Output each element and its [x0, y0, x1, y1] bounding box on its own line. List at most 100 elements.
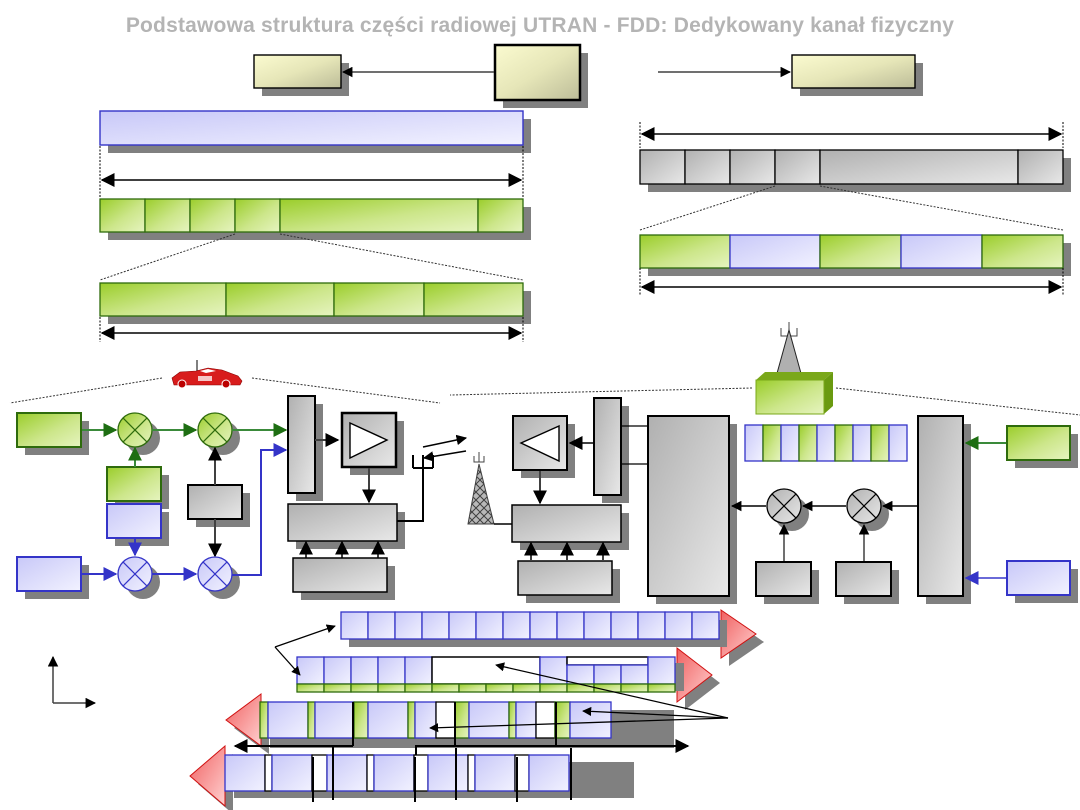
rf-frontend: [287, 503, 398, 542]
timing-row3-segment: [554, 701, 571, 739]
timing-row2-green-segment: [512, 683, 541, 693]
timing-row1-segment: [556, 611, 585, 640]
rx-control-unit: [517, 560, 613, 596]
rx-splitter: [593, 397, 622, 496]
timing-row3-segment: [454, 701, 470, 739]
rx-rf-frontend: [511, 504, 622, 543]
target-block-right: [791, 54, 916, 89]
slot-detail-row-segment: [423, 282, 524, 317]
spreading-mixer-green-1-cross: [122, 417, 148, 443]
multiplexed-slots-segment: [852, 424, 872, 462]
descrambling-code-generator: [755, 561, 812, 597]
timing-row2-green-segment: [296, 683, 325, 693]
slot-row-segment: [99, 198, 146, 233]
timing-row2-green-segment: [647, 683, 676, 693]
timing-row1-segment: [421, 611, 450, 640]
timing-row1-segment: [502, 611, 531, 640]
multiplexed-slots-segment: [834, 424, 854, 462]
timing-row3-segment: [535, 701, 556, 739]
timing-row1-segment: [367, 611, 396, 640]
timing-row2-green-segment: [323, 683, 352, 693]
car-icon: [171, 360, 243, 389]
dl-slot-detail-row-segment: [639, 234, 731, 269]
timing-row2-green-segment: [485, 683, 514, 693]
timing-row1-segment: [529, 611, 558, 640]
timing-row4-segment: [467, 754, 476, 792]
timing-row4-segment: [264, 754, 273, 792]
timing-row2-green-segment: [377, 683, 406, 693]
timing-row2-sub-segment: [566, 664, 595, 685]
demultiplexer: [917, 415, 964, 597]
timing-row2-gap-top: [566, 656, 649, 666]
uplink-radio-arrow: [422, 434, 468, 448]
timing-row1-segment: [475, 611, 504, 640]
pointer-to-gap-row3b: [429, 717, 729, 733]
dpdch-data-sink: [1006, 425, 1071, 461]
dl-slot-detail-row-segment: [819, 234, 902, 269]
slot-row-segment: [477, 198, 524, 233]
multiplexed-slots-segment: [780, 424, 800, 462]
spreading-mixer-blue-1-cross: [122, 561, 148, 587]
timing-row2-green-segment: [566, 683, 595, 693]
ue-zoom-line-left: [9, 377, 163, 404]
timing-row3-segment: [569, 701, 612, 739]
timing-row4-segment: [474, 754, 516, 792]
timing-row2-green-segment: [431, 683, 460, 693]
timing-row4-segment: [427, 754, 469, 792]
central-block: [493, 43, 582, 102]
dl-slot-detail-row-segment: [981, 234, 1064, 269]
timing-row1-segment: [610, 611, 639, 640]
multiplexed-slots-segment: [888, 424, 908, 462]
timing-row2-sub-segment: [593, 664, 622, 685]
node-b-box-icon: [755, 379, 825, 415]
uplink-direction-arrow-3: [225, 693, 262, 747]
timing-row3-segment: [353, 701, 369, 739]
rake-receiver: [647, 415, 730, 597]
slot-detail-row-segment: [225, 282, 335, 317]
timing-row1-segment: [691, 611, 720, 640]
pointer-to-row1: [274, 624, 336, 648]
ue-zoom-line-right: [251, 377, 441, 404]
timing-row4-segment: [311, 754, 328, 792]
car-wheel-icon: [177, 379, 187, 389]
timing-row3-segment: [407, 701, 416, 739]
ovsf-code-green: [106, 466, 162, 502]
timing-row3-segment: [307, 701, 316, 739]
dl-zoom-line-right: [819, 185, 1064, 231]
dl-slot-row-segment: [639, 149, 686, 185]
node-b-zoom-line-right: [835, 387, 1080, 416]
dl-slot-row-segment: [729, 149, 776, 185]
dpdch-data-source: [16, 412, 82, 448]
zoom-line-right: [279, 233, 524, 281]
timing-row2-green-segment: [539, 683, 568, 693]
source-block-left: [253, 54, 342, 89]
timing-row3-segment: [267, 701, 309, 739]
base-station-tower-icon: [467, 463, 495, 525]
timing-row3-segment: [435, 701, 456, 739]
timing-row2-green-segment: [350, 683, 379, 693]
dpcch-control-sink: [1006, 560, 1071, 596]
scrambling-mixer-green-2-cross: [202, 417, 228, 443]
dl-slot-row-segment: [819, 149, 1019, 185]
timing-offset-right: [415, 739, 690, 757]
amplifier-triangle-icon: [349, 421, 389, 460]
timing-row3-segment: [414, 701, 437, 739]
pointer-to-gap-row2: [495, 662, 729, 719]
zoom-line-left: [99, 233, 236, 281]
slot-row-segment: [279, 198, 479, 233]
timing-row1-segment: [394, 611, 423, 640]
timing-row1-segment: [340, 611, 369, 640]
scrambling-code-generator: [187, 484, 243, 520]
timing-row1-segment: [448, 611, 477, 640]
dl-slot-row-segment: [774, 149, 821, 185]
diagram-title: Podstawowa struktura części radiowej UTR…: [125, 14, 955, 37]
node-b-box-top-icon: [756, 372, 833, 380]
multiplexed-slots-segment: [762, 424, 782, 462]
timing-row2-gap: [431, 656, 541, 685]
multiplexed-slots-segment: [744, 424, 764, 462]
timing-row2-green-segment: [458, 683, 487, 693]
timing-row1-segment: [664, 611, 693, 640]
despreading-code-generator: [835, 561, 892, 597]
car-wheel-icon: [221, 379, 231, 389]
